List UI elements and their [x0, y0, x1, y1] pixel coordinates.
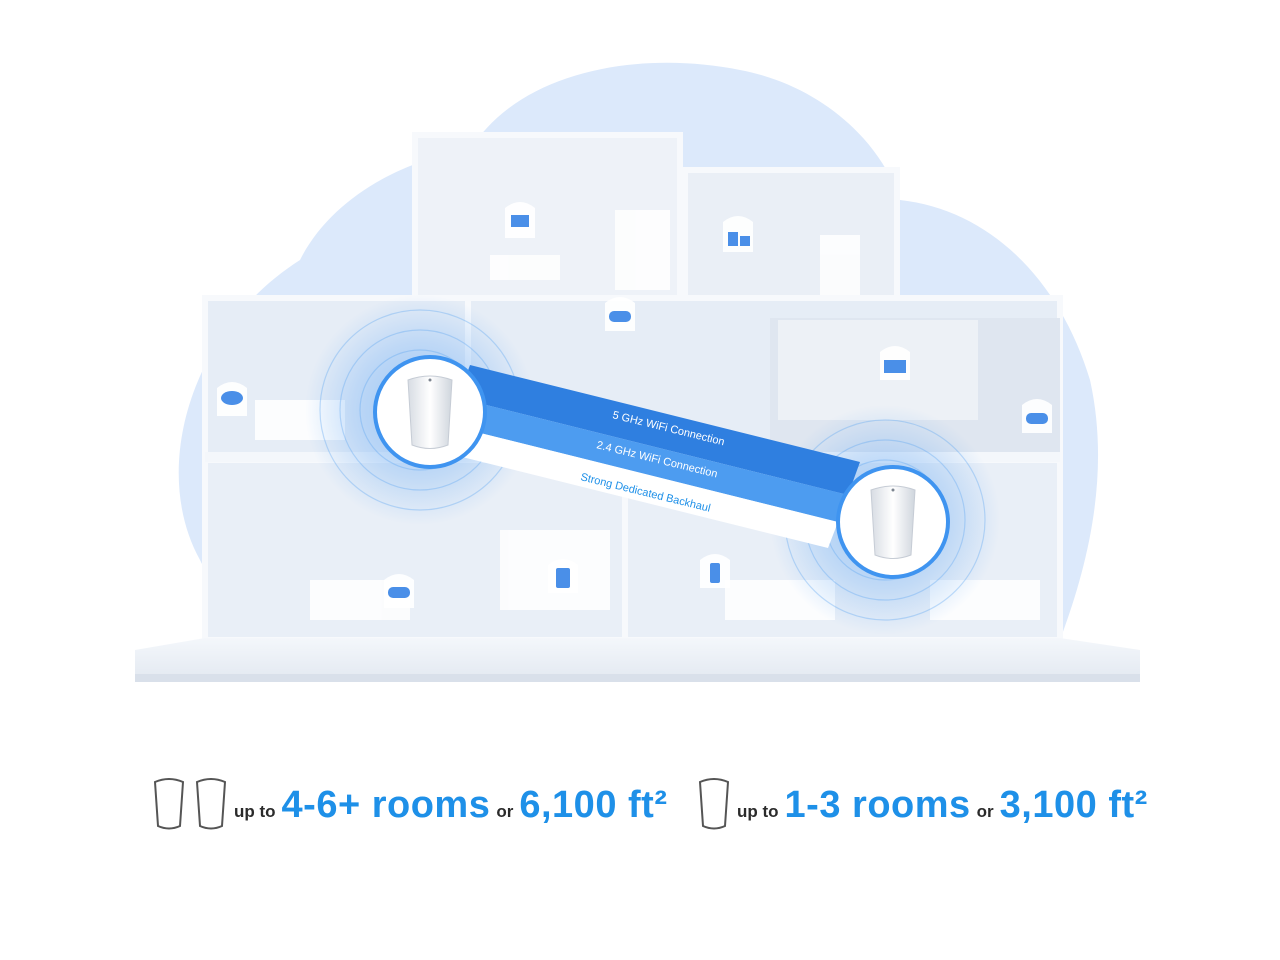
gamepad-icon: [1022, 399, 1052, 433]
coverage-prefix: up to: [737, 802, 779, 821]
band-24ghz: [448, 398, 848, 522]
coverage-area: 6,100 ft²: [519, 783, 668, 826]
coverage-area: 3,100 ft²: [999, 783, 1148, 826]
tv-icon: [880, 346, 910, 380]
router-unit-icon: [152, 776, 186, 835]
coverage-one-unit: up to 1-3 rooms or 3,100 ft²: [697, 770, 1148, 840]
gamepad-icon: [384, 574, 414, 608]
coverage-joiner: or: [976, 802, 994, 821]
router-units-single: [697, 776, 731, 835]
pc-icon: [723, 216, 753, 252]
gamepad-icon: [605, 297, 635, 331]
coverage-rooms: 1-3 rooms: [784, 783, 971, 826]
coverage-prefix: up to: [234, 802, 276, 821]
coverage-joiner: or: [496, 802, 514, 821]
coverage-rooms: 4-6+ rooms: [281, 783, 491, 826]
monitor-icon: [505, 202, 535, 238]
router-unit-right: [836, 465, 950, 579]
router-unit-left: [373, 355, 487, 469]
router-units-pair: [152, 776, 228, 835]
tablet-icon: [548, 559, 578, 593]
band-backhaul: [438, 425, 838, 548]
phone-icon: [700, 554, 730, 588]
band-5ghz: [458, 365, 860, 495]
coverage-two-units: up to 4-6+ rooms or 6,100 ft²: [152, 770, 667, 840]
device-pins: [217, 202, 1052, 608]
router-unit-icon: [697, 776, 731, 835]
mesh-wifi-house-illustration: 5 GHz WiFi Connection 2.4 GHz WiFi Conne…: [135, 62, 1140, 682]
backhaul-bands: 5 GHz WiFi Connection 2.4 GHz WiFi Conne…: [438, 365, 860, 548]
cloud-storage-icon: [217, 382, 247, 416]
router-unit-icon: [194, 776, 228, 835]
